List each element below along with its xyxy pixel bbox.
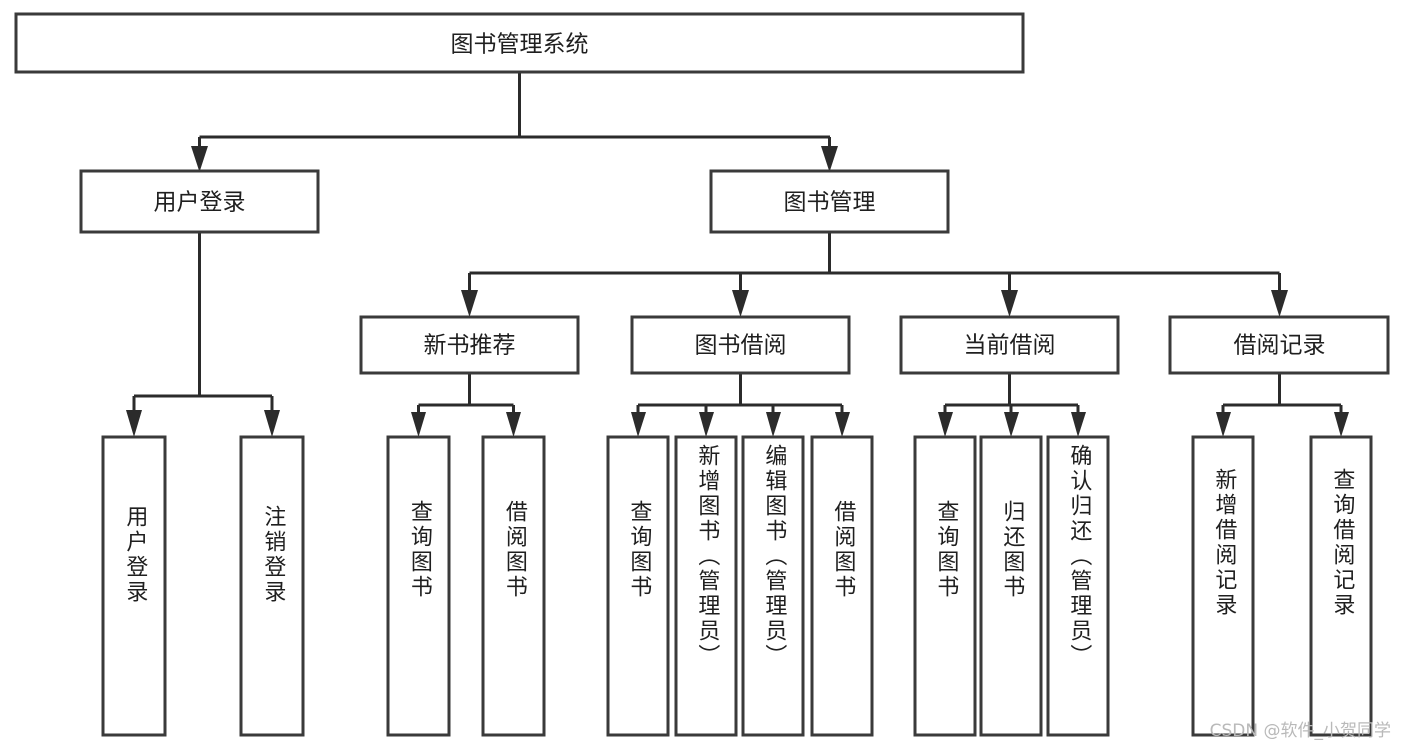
node-root-system[interactable]: 图书管理系统 (14, 12, 1025, 74)
leaf-box-bb-query-book[interactable] (606, 435, 670, 737)
leaf-box-bb-borrow-book[interactable] (810, 435, 874, 737)
node-current-borrow-label: 当前借阅 (964, 333, 1056, 359)
connector-group-user-login (126, 232, 280, 437)
node-book-borrow-label: 图书借阅 (695, 333, 787, 359)
node-new-book-recommend[interactable]: 新书推荐 (359, 315, 580, 375)
watermark-text: CSDN @软件_小贺同学 (1209, 721, 1391, 741)
node-new-book-recommend-box[interactable] (359, 315, 580, 375)
node-book-borrow[interactable]: 图书借阅 (630, 315, 851, 375)
node-user-login-box[interactable] (79, 169, 320, 234)
arrow-head-leaf-user-login (126, 410, 142, 437)
node-book-management[interactable]: 图书管理 (709, 169, 950, 234)
node-borrow-record-label: 借阅记录 (1234, 333, 1326, 359)
connector-group-root (191, 72, 838, 172)
leaf-box-cb-return-book[interactable] (979, 435, 1043, 737)
arrow-head-book-mgmt (821, 146, 838, 172)
leaf-box-br-add-record[interactable] (1191, 435, 1255, 737)
arrow-head-cb-return-book (1004, 412, 1019, 437)
arrow-head-bb-borrow-book (835, 412, 850, 437)
arrow-head-br-add-record (1216, 412, 1231, 437)
arrow-head-bb-edit-book (766, 412, 781, 437)
node-current-borrow[interactable]: 当前借阅 (899, 315, 1120, 375)
arrow-head-bb-query-book (631, 412, 646, 437)
connector-group-book-mgmt (461, 232, 1288, 317)
leaf-box-cb-query-book[interactable] (913, 435, 977, 737)
leaf-boxes (101, 435, 1373, 737)
connector-group-book-borrow (631, 373, 850, 437)
node-borrow-record-box[interactable] (1168, 315, 1390, 375)
leaf-box-nb-borrow-book[interactable] (481, 435, 546, 737)
arrow-head-book-borrow (732, 290, 749, 317)
arrow-head-cb-query-book (938, 412, 953, 437)
connector-group-current-borrow (938, 373, 1086, 437)
arrow-head-nb-query-book (411, 412, 426, 437)
leaf-box-bb-edit-book[interactable] (741, 435, 805, 737)
arrow-head-user-login (191, 146, 208, 172)
arrow-head-bb-add-book (699, 412, 714, 437)
connector-group-new-book (411, 373, 521, 437)
node-user-login[interactable]: 用户登录 (79, 169, 320, 234)
connector-group-borrow-record (1216, 373, 1349, 437)
node-user-login-label: 用户登录 (154, 190, 246, 216)
leaf-box-br-query-record[interactable] (1309, 435, 1373, 737)
node-book-management-label: 图书管理 (784, 190, 876, 216)
leaf-box-nb-query-book[interactable] (386, 435, 451, 737)
arrow-head-new-book (461, 290, 478, 317)
node-borrow-record[interactable]: 借阅记录 (1168, 315, 1390, 375)
arrow-head-cb-confirm-return (1071, 412, 1086, 437)
leaf-box-bb-add-book[interactable] (674, 435, 738, 737)
node-new-book-recommend-label: 新书推荐 (424, 333, 516, 359)
arrow-head-borrow-record (1271, 290, 1288, 317)
node-root-system-box[interactable] (14, 12, 1025, 74)
arrow-head-br-query-record (1334, 412, 1349, 437)
arrow-head-leaf-logout (264, 410, 280, 437)
arrow-head-nb-borrow-book (506, 412, 521, 437)
arrow-head-current-borrow (1001, 290, 1018, 317)
leaf-box-cb-confirm-return[interactable] (1046, 435, 1110, 737)
node-current-borrow-box[interactable] (899, 315, 1120, 375)
leaf-box-user-login[interactable] (101, 435, 167, 737)
node-root-system-label: 图书管理系统 (451, 32, 589, 58)
node-book-management-box[interactable] (709, 169, 950, 234)
node-book-borrow-box[interactable] (630, 315, 851, 375)
leaf-box-logout[interactable] (239, 435, 305, 737)
